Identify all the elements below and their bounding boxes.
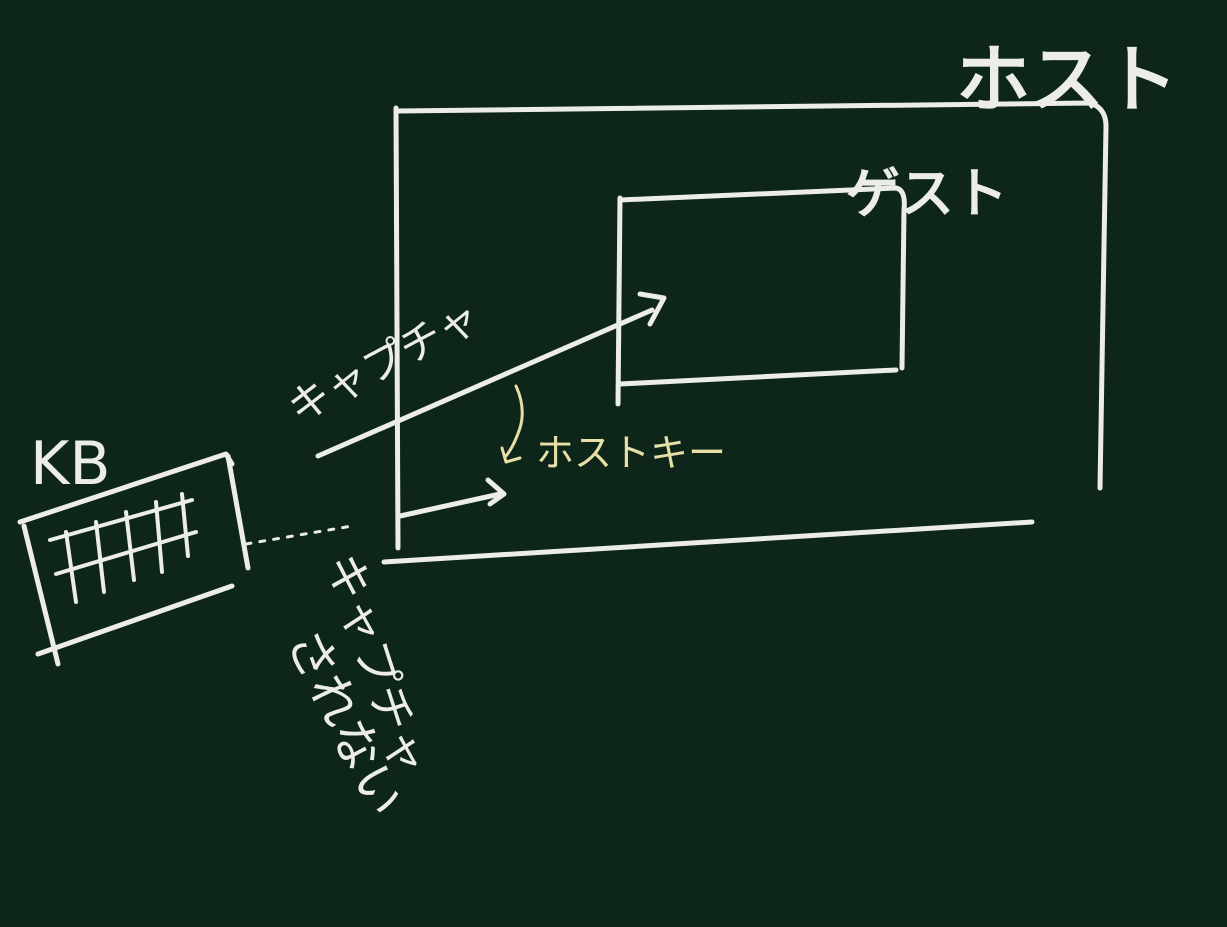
host-key-annotation: [500, 384, 524, 464]
host-window: [381, 100, 1109, 565]
host-label: ホスト: [956, 37, 1178, 123]
guest-window: [615, 185, 907, 407]
host-key-arrow: [397, 477, 507, 519]
host-key-label: ホストキー: [536, 431, 726, 475]
kb-label: KB: [30, 429, 111, 499]
capture-arrow: [315, 291, 667, 459]
capture-label: キャプチャ: [280, 291, 488, 433]
guest-label: ゲスト: [846, 162, 1008, 225]
uncaptured-link-line: [244, 524, 354, 546]
keyboard-icon: [17, 451, 251, 667]
